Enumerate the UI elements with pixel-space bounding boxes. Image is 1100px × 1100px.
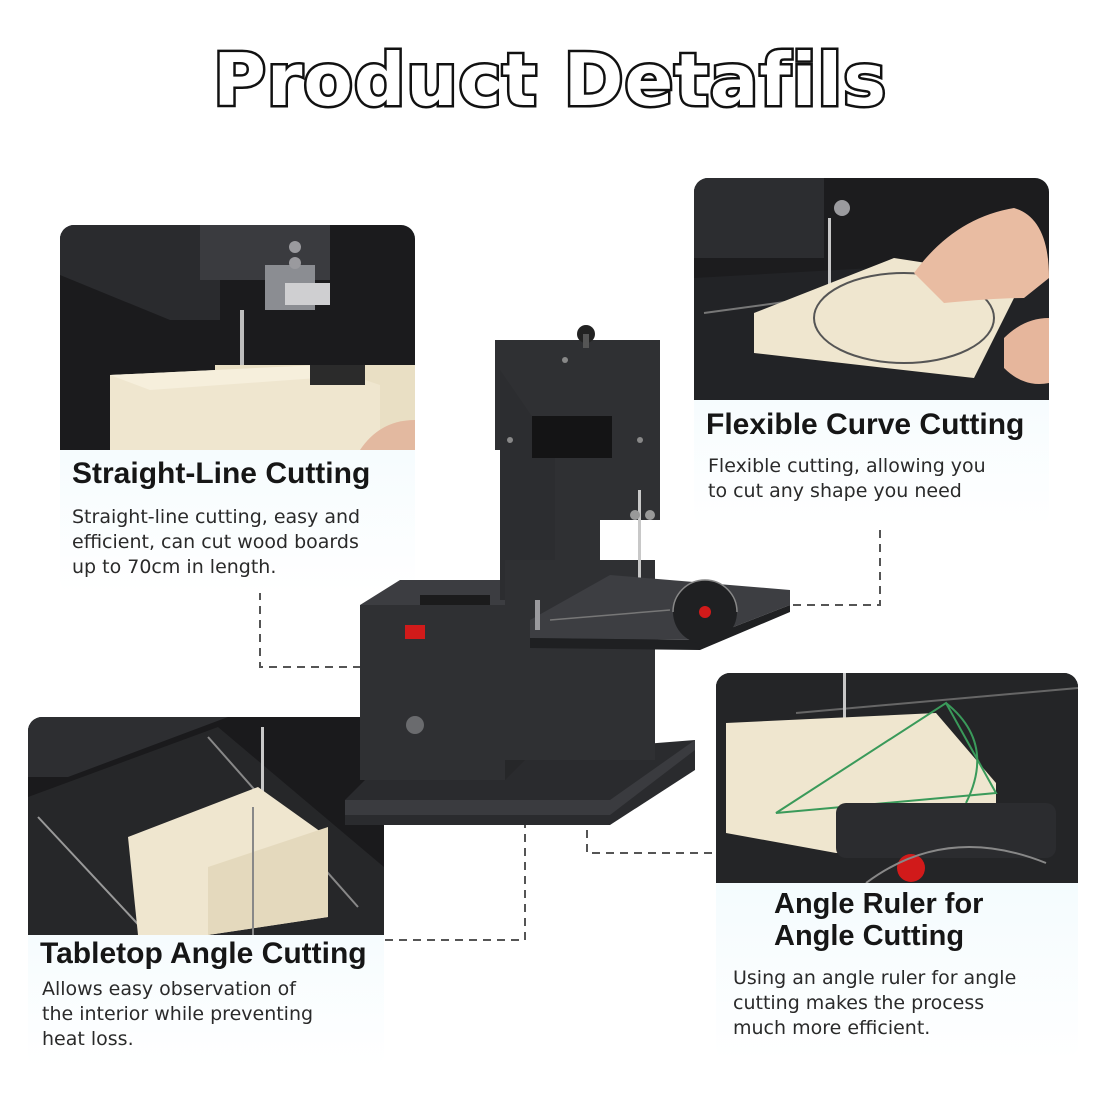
tension-knob-icon bbox=[406, 716, 424, 734]
description-line: to cut any shape you need bbox=[708, 480, 962, 503]
flexible-curve-title: Flexible Curve Cutting bbox=[706, 408, 1025, 441]
angle-ruler-description: Using an angle ruler for angle cutting m… bbox=[733, 966, 1016, 1041]
straight-line-title: Straight-Line Cutting bbox=[72, 457, 371, 490]
bandsaw-machine-illustration bbox=[345, 325, 790, 825]
angle-ruler-photo bbox=[716, 673, 1078, 883]
description-line: efficient, can cut wood boards bbox=[72, 531, 359, 554]
straight-cut-photo bbox=[60, 225, 415, 450]
description-line: much more efficient. bbox=[733, 1017, 931, 1040]
straight-line-description: Straight-line cutting, easy and efficien… bbox=[72, 505, 360, 580]
page-title: Product Detafils bbox=[211, 36, 889, 125]
description-line: cutting makes the process bbox=[733, 992, 985, 1015]
tabletop-angle-title: Tabletop Angle Cutting bbox=[40, 937, 367, 970]
description-line: Using an angle ruler for angle bbox=[733, 967, 1017, 989]
angle-ruler-title-line: Angle Cutting bbox=[774, 920, 965, 953]
flexible-curve-description: Flexible cutting, allowing you to cut an… bbox=[708, 454, 986, 504]
power-switch-icon bbox=[405, 625, 425, 639]
curve-cut-photo bbox=[694, 178, 1049, 400]
angle-ruler-title-line: Angle Ruler for bbox=[774, 888, 984, 920]
description-line: Straight-line cutting, easy and bbox=[72, 506, 361, 528]
feature-card-angle-ruler: Angle Ruler for Angle Cutting Using an a… bbox=[716, 673, 1078, 1060]
angle-ruler-title: Angle Ruler for Angle Cutting bbox=[774, 888, 983, 953]
tabletop-cut-photo bbox=[28, 717, 384, 935]
description-line: up to 70cm in length. bbox=[72, 556, 277, 579]
description-line: Flexible cutting, allowing you bbox=[708, 455, 986, 477]
description-line: the interior while preventing bbox=[42, 1003, 314, 1026]
feature-card-straight-line: Straight-Line Cutting Straight-line cutt… bbox=[60, 225, 415, 593]
tabletop-angle-description: Allows easy observation of the interior … bbox=[42, 977, 313, 1052]
description-line: heat loss. bbox=[42, 1028, 134, 1051]
feature-card-flexible-curve: Flexible Curve Cutting Flexible cutting,… bbox=[694, 178, 1049, 526]
feature-card-tabletop-angle: Tabletop Angle Cutting Allows easy obser… bbox=[28, 717, 384, 1067]
description-line: Allows easy observation of bbox=[42, 978, 296, 1000]
